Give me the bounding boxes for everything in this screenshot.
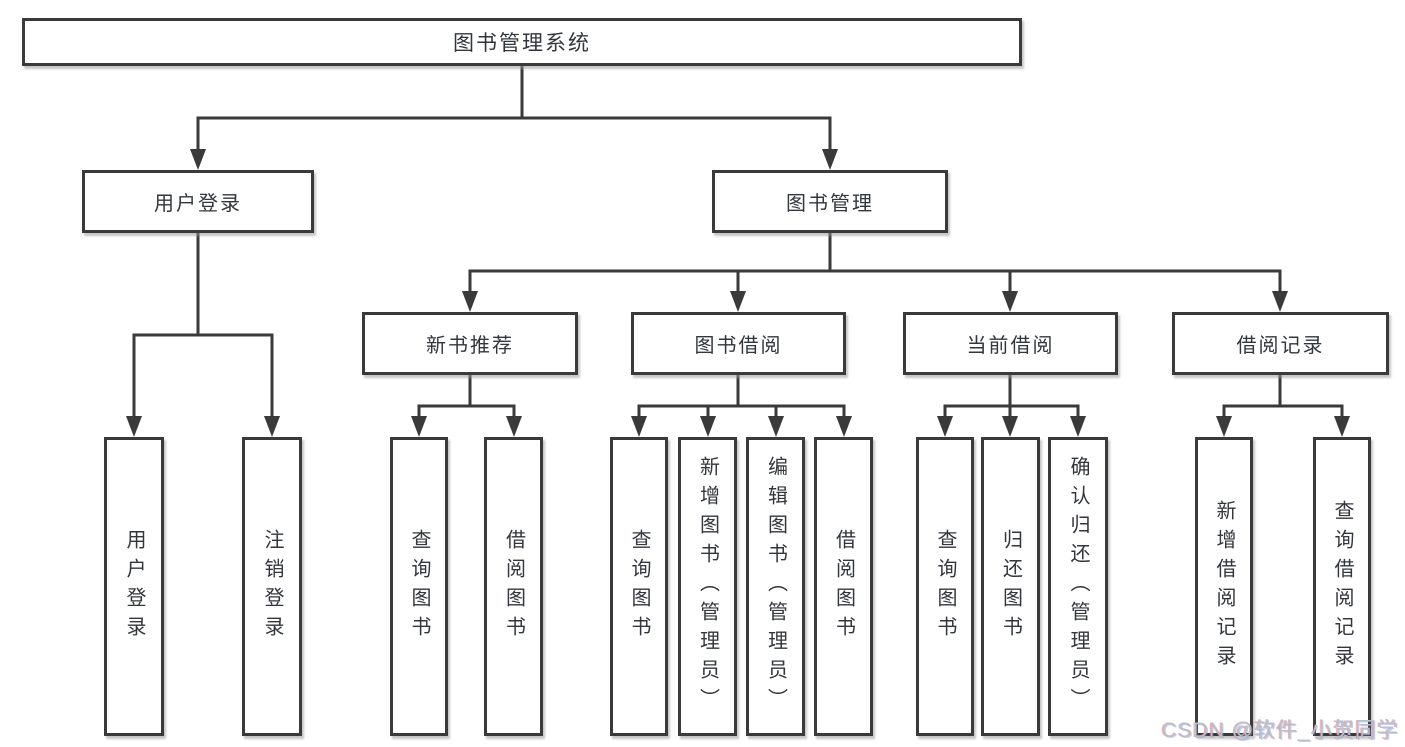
- leaf-query-books-2: 查询图书: [610, 437, 668, 736]
- arrowhead-icon: [126, 416, 142, 437]
- leaf-logout: 注销登录: [242, 437, 302, 736]
- leaf-query-books-1: 查询图书: [390, 437, 448, 736]
- leaf-label: 注销登录: [261, 528, 283, 645]
- arrowhead-icon: [264, 416, 280, 437]
- leaf-label: 编辑图书（管理员）: [764, 456, 787, 717]
- arrowhead-icon: [1002, 291, 1018, 312]
- node-label: 图书管理: [786, 193, 874, 215]
- leaf-add-books-admin: 新增图书（管理员）: [678, 437, 737, 736]
- arrowhead-icon: [836, 416, 852, 437]
- arrowhead-icon: [700, 416, 716, 437]
- arrowhead-icon: [730, 291, 746, 312]
- arrowhead-icon: [937, 416, 953, 437]
- node-borrowing-records: 借阅记录: [1172, 312, 1389, 375]
- arrowhead-icon: [1272, 291, 1288, 312]
- node-label: 当前借阅: [966, 335, 1055, 357]
- node-library-management-system: 图书管理系统: [22, 18, 1022, 66]
- leaf-confirm-return-admin: 确认归还（管理员）: [1048, 437, 1108, 736]
- leaf-user-login: 用户登录: [104, 437, 164, 736]
- node-book-management-module: 图书管理: [712, 170, 948, 233]
- node-label: 新书推荐: [426, 335, 514, 357]
- leaf-label: 查询图书: [408, 528, 430, 645]
- leaf-label: 新增借阅记录: [1213, 499, 1235, 674]
- leaf-edit-books-admin: 编辑图书（管理员）: [746, 437, 805, 736]
- leaf-query-books-3: 查询图书: [916, 437, 974, 736]
- leaf-return-books: 归还图书: [981, 437, 1040, 736]
- arrowhead-icon: [1334, 416, 1350, 437]
- csdn-watermark: CSDN @软件_小贺同学: [1161, 719, 1399, 742]
- node-new-book-recommendation: 新书推荐: [362, 312, 578, 375]
- leaf-borrow-books-1: 借阅图书: [484, 437, 543, 736]
- leaf-label: 借阅图书: [502, 528, 525, 645]
- leaf-borrow-books-2: 借阅图书: [814, 437, 873, 736]
- arrowhead-icon: [190, 149, 206, 170]
- node-label: 用户登录: [154, 193, 242, 215]
- arrowhead-icon: [506, 416, 522, 437]
- leaf-label: 借阅图书: [832, 528, 855, 645]
- arrowhead-icon: [1070, 416, 1086, 437]
- arrowhead-icon: [411, 416, 427, 437]
- arrowhead-icon: [1216, 416, 1232, 437]
- leaf-label: 归还图书: [999, 528, 1022, 645]
- node-current-borrowing: 当前借阅: [903, 312, 1118, 375]
- node-user-login-module: 用户登录: [82, 170, 314, 233]
- leaf-add-borrow-record: 新增借阅记录: [1195, 437, 1253, 736]
- leaf-label: 确认归还（管理员）: [1067, 456, 1089, 717]
- leaf-label: 查询图书: [934, 528, 956, 645]
- arrowhead-icon: [822, 149, 838, 170]
- leaf-query-borrow-record: 查询借阅记录: [1313, 437, 1371, 736]
- node-label: 图书借阅: [694, 335, 783, 357]
- arrowhead-icon: [462, 291, 478, 312]
- arrowhead-icon: [768, 416, 784, 437]
- node-book-borrowing: 图书借阅: [631, 312, 846, 375]
- leaf-label: 新增图书（管理员）: [696, 456, 719, 717]
- arrowhead-icon: [631, 416, 647, 437]
- node-label: 借阅记录: [1236, 335, 1325, 357]
- leaf-label: 查询图书: [628, 528, 650, 645]
- leaf-label: 用户登录: [123, 528, 145, 645]
- arrowhead-icon: [1002, 416, 1018, 437]
- leaf-label: 查询借阅记录: [1331, 499, 1353, 674]
- node-label: 图书管理系统: [453, 32, 591, 55]
